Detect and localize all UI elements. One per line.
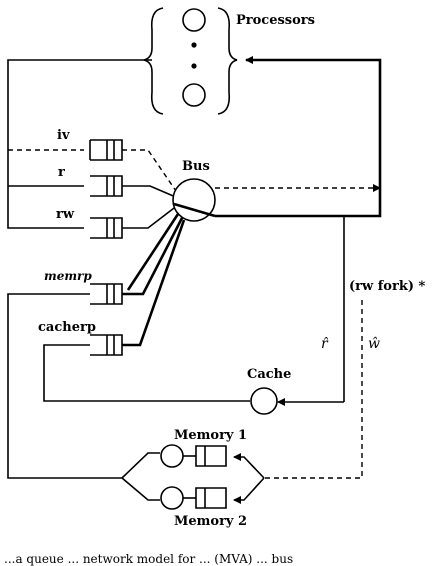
memory2-label: Memory 2: [174, 514, 247, 529]
processors-label: Processors: [236, 13, 315, 28]
queue-r: r: [58, 165, 179, 199]
r-hat-label: r̂: [321, 336, 329, 352]
bus-label: Bus: [182, 159, 210, 174]
bus-to-cacherp-line: [122, 219, 186, 347]
bus-to-processors-line: [215, 56, 382, 218]
queue-rw: rw: [56, 204, 179, 239]
bus-to-memrp-line: [122, 217, 184, 296]
queue-cacherp: cacherp: [38, 320, 250, 402]
processor-dot: [191, 63, 197, 69]
cache-circle: [250, 387, 278, 415]
rw-fork-label: (rw fork) *: [349, 279, 426, 294]
memory1-label: Memory 1: [174, 428, 247, 443]
iv-label: iv: [57, 128, 70, 143]
queue-iv: iv: [57, 128, 179, 195]
rw-label: rw: [56, 207, 75, 222]
memrp-label: memrp: [44, 269, 92, 283]
r-label: r: [58, 165, 65, 180]
cache-node: Cache: [247, 367, 344, 415]
memory2-server: [160, 486, 184, 510]
cache-label: Cache: [247, 367, 291, 382]
w-hat-label: ŵ: [368, 336, 380, 352]
processors-brace-right: [217, 7, 238, 115]
processor-circle-bottom: [182, 83, 206, 107]
processors-brace-left: [143, 7, 164, 115]
w-hat-dashed: [264, 300, 363, 479]
bus-circle: [172, 178, 216, 222]
memory1-server: [160, 444, 184, 468]
processor-dot: [191, 42, 197, 48]
queue-memrp: memrp: [7, 269, 123, 479]
processor-circle-top: [182, 8, 206, 32]
bus-to-memrp-line-2: [126, 213, 180, 291]
processors-group: Processors: [143, 7, 315, 115]
memory-block: Memory 1 Memory 2: [121, 428, 265, 529]
caption-fragment: ...a queue ... network model for ... (MV…: [4, 552, 293, 566]
bus-node: Bus: [172, 159, 216, 222]
processor-return-line: [7, 59, 152, 229]
cacherp-label: cacherp: [38, 320, 96, 335]
